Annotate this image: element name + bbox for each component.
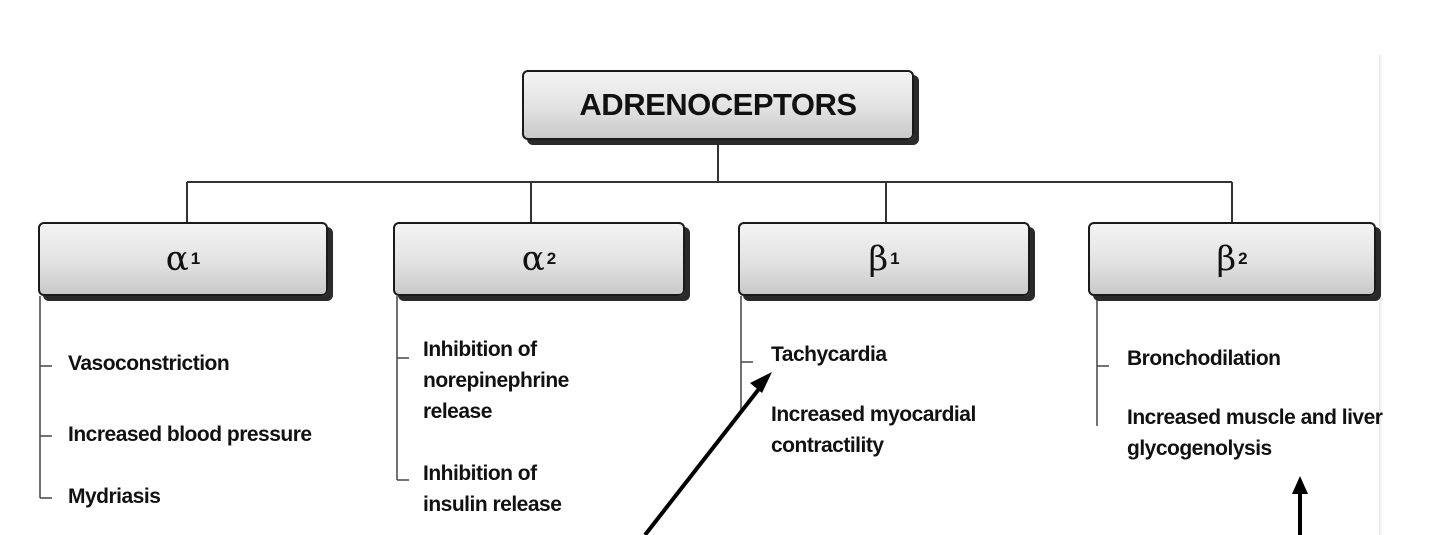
root-label: ADRENOCEPTORS bbox=[579, 87, 857, 122]
effect-text: Inhibition of norepinephrine release bbox=[423, 338, 569, 423]
receptor-symbol: β bbox=[1216, 239, 1237, 279]
receptor-subscript: 1 bbox=[190, 249, 201, 268]
arrowhead bbox=[1292, 476, 1308, 494]
arrowhead bbox=[750, 372, 772, 393]
effect-text: Inhibition of insulin release bbox=[423, 462, 562, 516]
effect-inhibition-insulin-release: Inhibition of insulin release bbox=[423, 458, 593, 520]
effect-text: Increased muscle and liver glycogenolysi… bbox=[1127, 406, 1383, 460]
receptor-subscript: 1 bbox=[890, 249, 900, 268]
effect-bronchodilation: Bronchodilation bbox=[1127, 347, 1281, 370]
effect-vasoconstriction: Vasoconstriction bbox=[68, 352, 230, 375]
effect-increased-muscle-liver-glycogenolysis: Increased muscle and liver glycogenolysi… bbox=[1127, 402, 1387, 464]
effect-inhibition-norepinephrine-release: Inhibition of norepinephrine release bbox=[423, 334, 623, 427]
effect-text: Increased myocardial contractility bbox=[771, 403, 976, 457]
root-box-adrenoceptors: ADRENOCEPTORS bbox=[522, 70, 914, 140]
scan-edge bbox=[1379, 55, 1382, 535]
pointer-arrow-tachycardia bbox=[643, 383, 764, 535]
receptor-subscript: 2 bbox=[546, 249, 557, 268]
receptor-symbol: β bbox=[868, 239, 889, 279]
receptor-subscript: 2 bbox=[1238, 249, 1248, 268]
effect-tachycardia: Tachycardia bbox=[771, 343, 887, 366]
effect-mydriasis: Mydriasis bbox=[68, 485, 161, 508]
receptor-symbol: α bbox=[521, 239, 545, 279]
effect-increased-myocardial-contractility: Increased myocardial contractility bbox=[771, 399, 1016, 461]
receptor-symbol: α bbox=[165, 239, 189, 279]
effect-increased-blood-pressure: Increased blood pressure bbox=[68, 423, 312, 446]
